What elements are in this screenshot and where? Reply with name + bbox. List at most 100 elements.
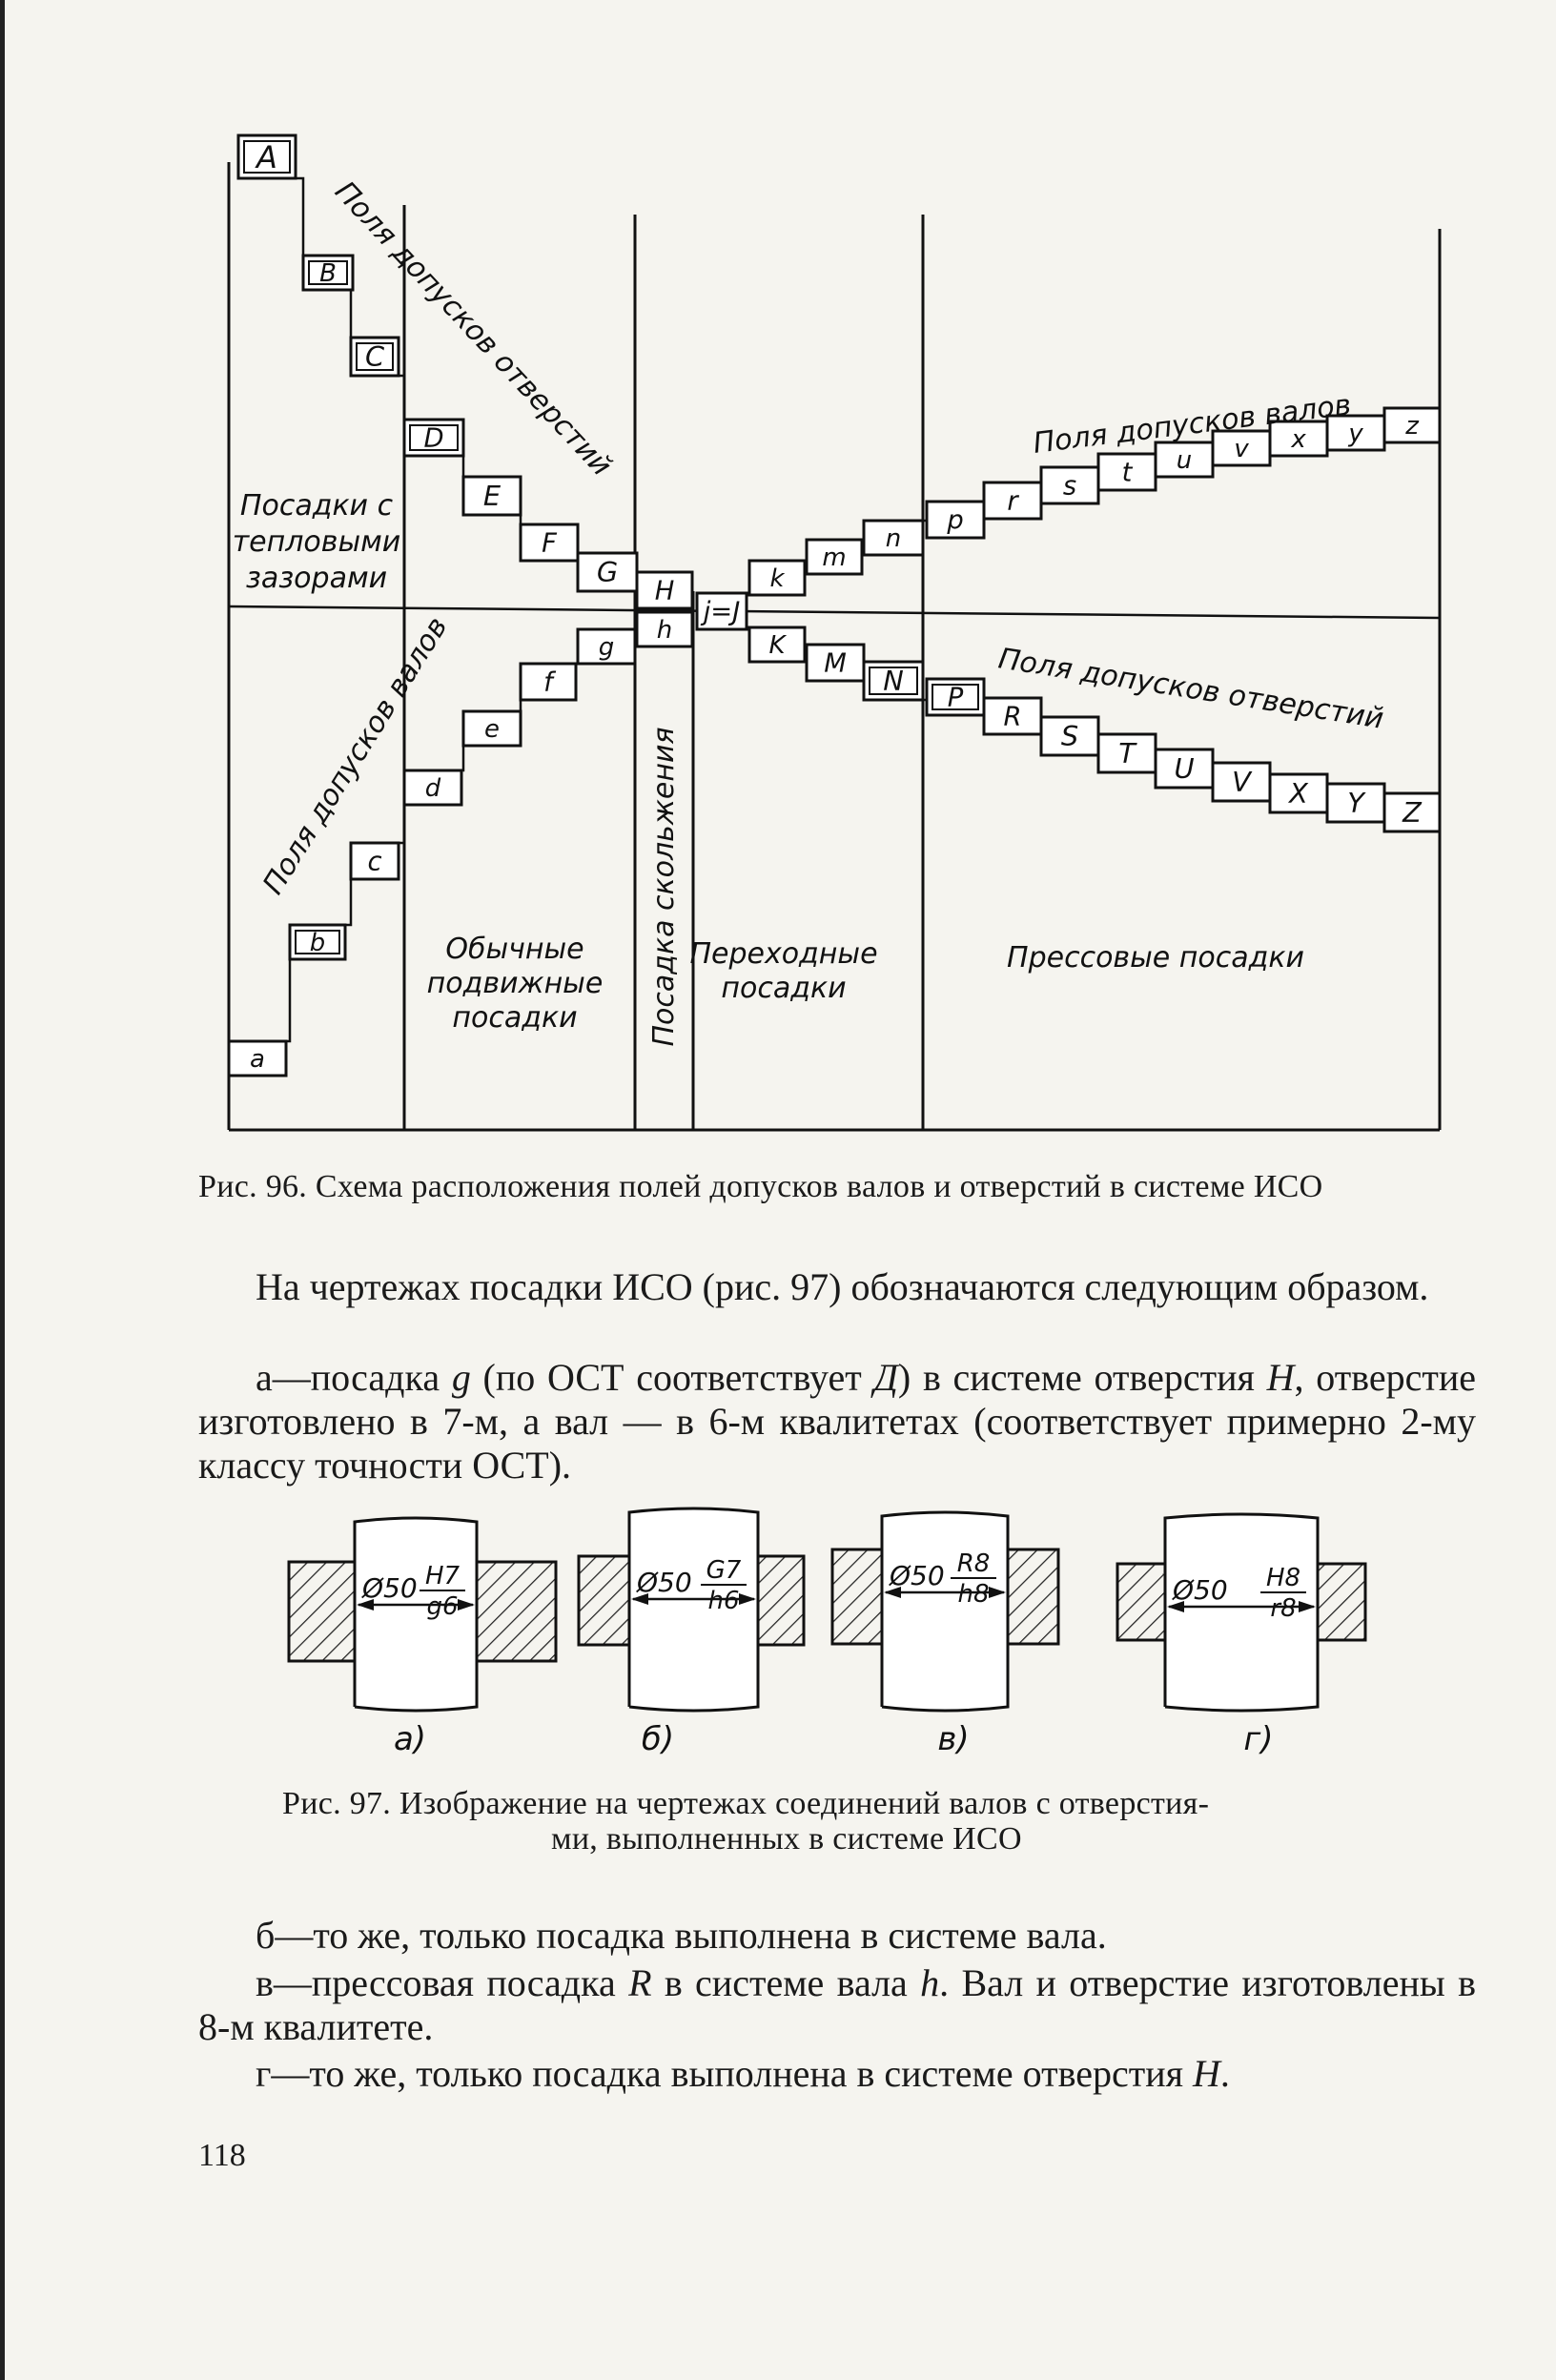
shaft-box-u-text: u <box>1177 446 1192 475</box>
shaft-box-z: z <box>1382 406 1442 444</box>
hole-box-T-text: T <box>1118 737 1137 769</box>
hole-box-U-text: U <box>1174 752 1194 785</box>
shaft-box-s: s <box>1039 465 1100 505</box>
shaft-box-d: d <box>402 769 463 807</box>
hole-box-D: D <box>402 418 465 458</box>
shaft-box-v-text: v <box>1234 435 1249 463</box>
fig97-caption-line2: ми, выполненных в системе ИСО <box>551 1821 1022 1857</box>
shaft-box-t: t <box>1096 452 1157 492</box>
shaft-box-s-text: s <box>1063 472 1076 502</box>
shaft-box-a: a <box>227 1039 288 1077</box>
shaft-box-m: m <box>805 538 864 576</box>
hole-box-Z: Z <box>1382 791 1442 833</box>
zone-thermal-line: тепловыми <box>233 525 401 559</box>
paragraph-v-text: в—прессовая посадка R в системе вала h. … <box>198 1961 1476 2048</box>
shaft-box-b: b <box>288 923 347 961</box>
fig97-diameter: Ø50 <box>1172 1574 1228 1606</box>
label-hole-fields-left: Поля допусков отверстий <box>328 175 618 482</box>
shaft-box-d-text: d <box>425 774 441 803</box>
hole-box-N: N <box>862 660 925 702</box>
fig96-frame <box>227 162 1442 1132</box>
shaft-box-n: n <box>862 519 925 557</box>
hole-box-H: H <box>635 570 694 610</box>
shaft-box-c: c <box>349 841 400 881</box>
hole-box-F-text: F <box>542 529 558 559</box>
hole-box-H-text: H <box>655 577 675 606</box>
shaft-box-z-text: z <box>1404 412 1420 441</box>
hole-box-X-text: X <box>1287 777 1309 810</box>
fig97-fit-denominator: h8 <box>957 1580 989 1609</box>
paragraph-intro: На чертежах посадки ИСО (рис. 97) обозна… <box>256 1265 1429 1308</box>
shaft-box-c-text: c <box>367 848 381 877</box>
hole-box-B-text: B <box>319 259 337 288</box>
hole-box-M: M <box>805 643 866 683</box>
hole-box-U: U <box>1154 748 1215 790</box>
fig97-fit-numerator: H7 <box>425 1562 461 1590</box>
hole-box-C-text: C <box>365 340 385 373</box>
hole-box-A: A <box>236 133 297 180</box>
shaft-box-h-text: h <box>657 616 672 645</box>
fig97-fit-numerator: H8 <box>1266 1564 1300 1592</box>
shaft-box-e-text: e <box>484 715 500 744</box>
hole-box-K: K <box>747 626 807 664</box>
paragraph-a: а—посадка g (по ОСТ соответствует Д) в с… <box>198 1356 1476 1488</box>
hole-box-A-text: A <box>255 139 277 175</box>
hole-box-Y: Y <box>1325 782 1386 824</box>
hole-box-X: X <box>1268 772 1329 814</box>
paragraph-a-text: а—посадка g (по ОСТ соответствует Д) в с… <box>198 1356 1476 1487</box>
paragraph-g-text: г—то же, только посадка выполнена в сист… <box>256 2052 1230 2095</box>
zone-ordinary-line: подвижные <box>427 967 604 1000</box>
hole-box-Z-text: Z <box>1402 796 1423 829</box>
hole-box-M-text: M <box>824 649 847 679</box>
shaft-box-v: v <box>1211 429 1272 467</box>
fig97-diameter: Ø50 <box>636 1567 692 1598</box>
zone-thermal-line: зазорами <box>246 562 387 595</box>
fig97-diameter: Ø50 <box>361 1572 418 1604</box>
fig97-fit-denominator: g6 <box>426 1592 458 1621</box>
fig97-diameter: Ø50 <box>889 1560 945 1591</box>
fig97-fit-denominator: r8 <box>1270 1594 1296 1623</box>
fig97-panel-letter: б) <box>642 1720 674 1758</box>
hole-box-T: T <box>1096 732 1157 774</box>
fig97-panel-letter: а) <box>394 1720 426 1758</box>
shaft-box-g: g <box>576 627 637 666</box>
hole-box-V-text: V <box>1232 766 1253 798</box>
fig97-fit-denominator: h6 <box>707 1587 739 1615</box>
shaft-box-r-text: r <box>1007 487 1019 517</box>
shaft-box-k: k <box>747 559 807 597</box>
shaft-box-p: p <box>925 500 986 540</box>
fig97-caption-line1: Рис. 97. Изображение на чертежах соедине… <box>282 1786 1210 1821</box>
hole-box-C: C <box>349 336 400 378</box>
shaft-box-m-text: m <box>822 544 846 572</box>
hole-box-G: G <box>576 551 639 593</box>
zone-sliding: Посадка скольжения <box>647 727 681 1046</box>
shaft-box-n-text: n <box>886 524 901 553</box>
fig97-fit-numerator: R8 <box>957 1549 991 1578</box>
hole-box-P-text: P <box>948 684 964 713</box>
shaft-box-g-text: g <box>599 633 614 662</box>
paragraph-b: б—то же, только посадка выполнена в сист… <box>256 1914 1107 1957</box>
shaft-box-x: x <box>1268 420 1329 458</box>
shaft-box-t-text: t <box>1122 459 1134 488</box>
paragraph-g: г—то же, только посадка выполнена в сист… <box>198 2052 1476 2096</box>
hole-box-R: R <box>982 696 1043 736</box>
shaft-box-y-text: y <box>1347 420 1363 448</box>
shaft-box-p-text: p <box>946 506 963 536</box>
shaft-box-f: f <box>519 662 578 702</box>
hole-box-F: F <box>519 523 580 563</box>
page-number: 118 <box>198 2138 246 2173</box>
fig97-panel-letter: в) <box>937 1720 969 1758</box>
zone-thermal-line: Посадки с <box>240 489 394 523</box>
zone-transition-line: Переходные <box>689 937 877 971</box>
hole-box-D-text: D <box>423 424 443 454</box>
shaft-box-x-text: x <box>1290 425 1306 454</box>
hole-box-R-text: R <box>1003 703 1021 732</box>
shaft-box-h: h <box>635 610 694 648</box>
shaft-box-k-text: k <box>769 564 785 593</box>
fig97-fit-numerator: G7 <box>706 1556 742 1585</box>
